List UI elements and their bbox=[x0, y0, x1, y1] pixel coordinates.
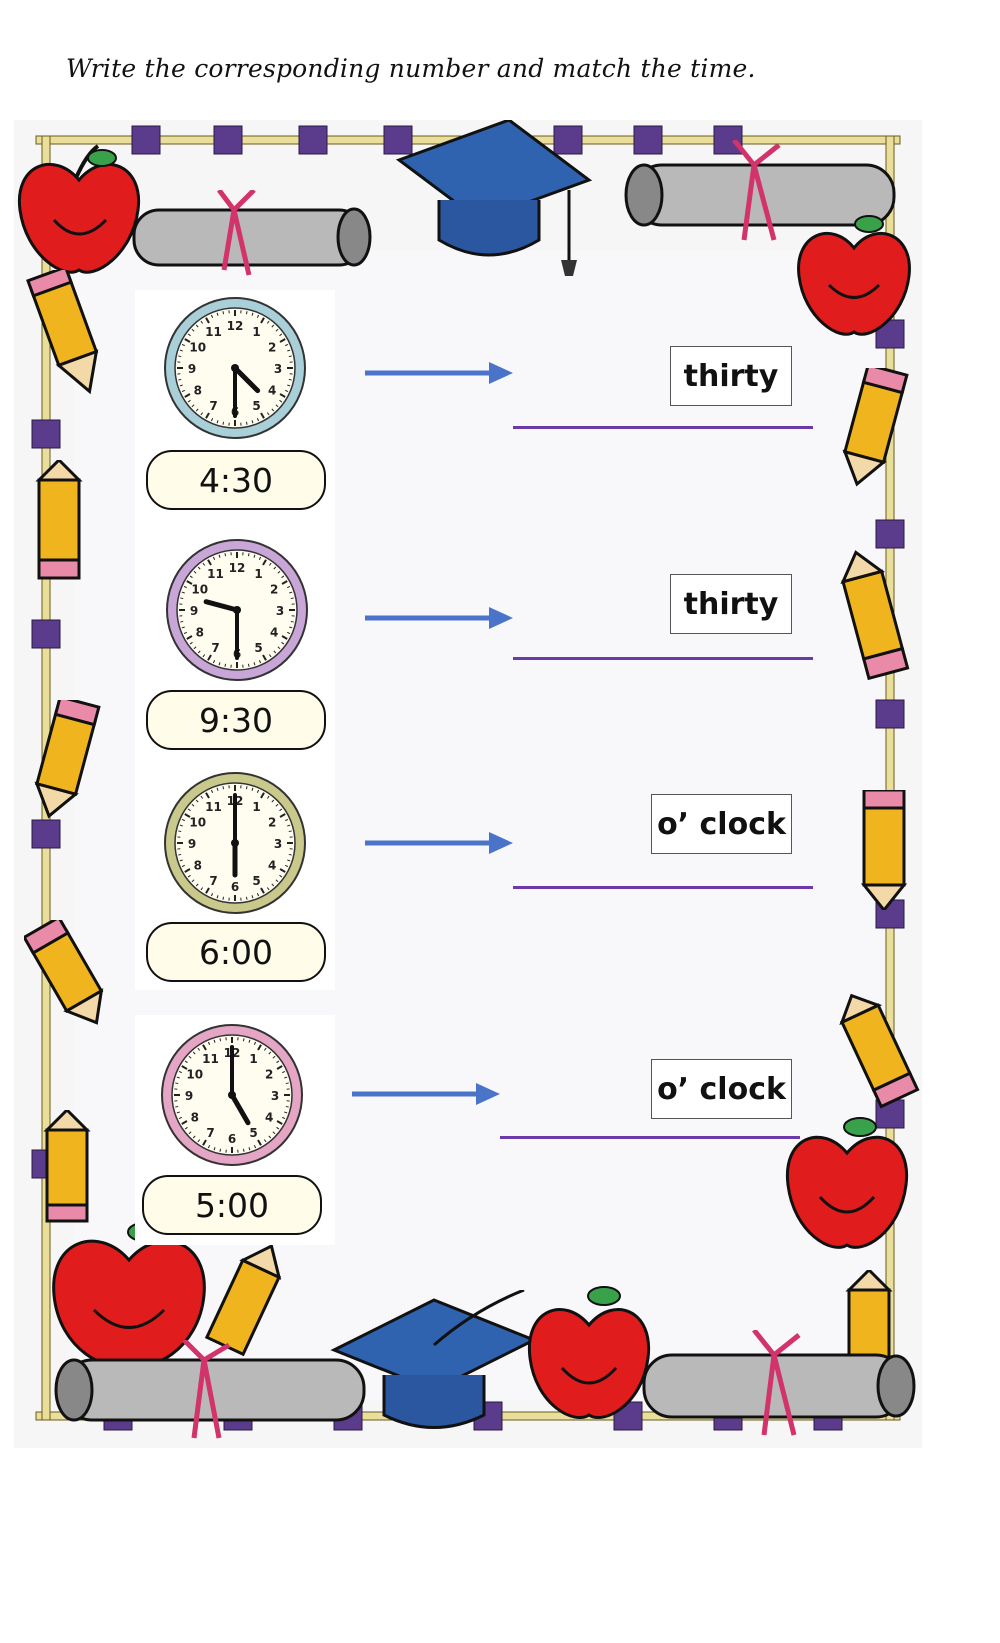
clock-face: 121234567891011 bbox=[161, 1024, 303, 1166]
border-square bbox=[553, 125, 583, 155]
border-square bbox=[713, 125, 743, 155]
clock-number: 7 bbox=[209, 874, 217, 888]
word-card[interactable]: thirty bbox=[670, 346, 792, 406]
diploma-scroll-icon bbox=[642, 1330, 916, 1436]
clock-number: 7 bbox=[211, 641, 219, 655]
graduation-cap-icon bbox=[395, 120, 593, 276]
clock-number: 2 bbox=[265, 1068, 273, 1082]
instruction-text: Write the corresponding number and match… bbox=[66, 54, 756, 83]
clock-number: 5 bbox=[252, 399, 260, 413]
clock-number: 12 bbox=[229, 561, 246, 575]
clock-number: 4 bbox=[265, 1111, 273, 1125]
word-card[interactable]: o’ clock bbox=[651, 1059, 792, 1119]
pencil-icon bbox=[43, 1110, 91, 1223]
answer-line[interactable] bbox=[513, 886, 813, 889]
clock-number: 3 bbox=[276, 604, 284, 618]
clock-number: 9 bbox=[185, 1089, 193, 1103]
clock-number: 7 bbox=[209, 399, 217, 413]
graduation-cap-icon bbox=[330, 1290, 538, 1429]
pencil-icon bbox=[26, 270, 99, 395]
word-card[interactable]: o’ clock bbox=[651, 794, 792, 854]
clock-number: 10 bbox=[189, 341, 206, 355]
clock-number: 8 bbox=[194, 384, 202, 398]
arrow-right-icon bbox=[365, 607, 513, 629]
border-square bbox=[213, 125, 243, 155]
pencil-icon bbox=[24, 920, 104, 1025]
word-card[interactable]: thirty bbox=[670, 574, 792, 634]
clock-number: 2 bbox=[268, 341, 276, 355]
pencil-icon bbox=[860, 790, 908, 910]
border-square bbox=[131, 125, 161, 155]
answer-line[interactable] bbox=[513, 426, 813, 429]
clock-number: 10 bbox=[191, 583, 208, 597]
answer-line[interactable] bbox=[500, 1136, 800, 1139]
clock-number: 8 bbox=[194, 859, 202, 873]
clock-number: 9 bbox=[188, 837, 196, 851]
clock-number: 2 bbox=[270, 583, 278, 597]
clock-number: 3 bbox=[274, 362, 282, 376]
border-square bbox=[633, 125, 663, 155]
clock-face: 121234567891011 bbox=[164, 297, 306, 439]
pencil-icon bbox=[840, 550, 910, 681]
time-label: 5:00 bbox=[142, 1175, 322, 1235]
border-square bbox=[875, 519, 905, 549]
clock-number: 3 bbox=[271, 1089, 279, 1103]
clock-number: 8 bbox=[196, 626, 204, 640]
time-label: 9:30 bbox=[146, 690, 326, 750]
hour-hand bbox=[229, 1092, 251, 1126]
apple-icon bbox=[797, 215, 911, 336]
clock-number: 12 bbox=[227, 319, 244, 333]
clock-number: 1 bbox=[254, 567, 262, 581]
border-square bbox=[875, 699, 905, 729]
pencil-icon bbox=[35, 460, 83, 580]
clock-number: 1 bbox=[249, 1052, 257, 1066]
clock-number: 6 bbox=[231, 880, 239, 894]
clock-number: 11 bbox=[205, 800, 222, 814]
time-label: 6:00 bbox=[146, 922, 326, 982]
clock-number: 7 bbox=[206, 1126, 214, 1140]
apple-icon bbox=[785, 1117, 909, 1249]
border-square bbox=[383, 125, 413, 155]
clock-number: 10 bbox=[186, 1068, 203, 1082]
clock-number: 4 bbox=[268, 859, 276, 873]
clock-face: 121234567891011 bbox=[164, 772, 306, 914]
diploma-scroll-icon bbox=[624, 140, 896, 241]
hour-hand bbox=[232, 365, 261, 394]
diploma-scroll-icon bbox=[132, 190, 372, 276]
answer-line[interactable] bbox=[513, 657, 813, 660]
clock-number: 5 bbox=[249, 1126, 257, 1140]
clock-number: 4 bbox=[270, 626, 278, 640]
clock-number: 4 bbox=[268, 384, 276, 398]
border-square bbox=[298, 125, 328, 155]
clock-number: 3 bbox=[274, 837, 282, 851]
pencil-icon bbox=[34, 700, 101, 819]
clock-number: 5 bbox=[254, 641, 262, 655]
clock-number: 9 bbox=[188, 362, 196, 376]
hour-hand bbox=[203, 599, 240, 613]
border-square bbox=[31, 419, 61, 449]
clock-number: 11 bbox=[202, 1052, 219, 1066]
clock-number: 6 bbox=[228, 1132, 236, 1146]
clock-number: 11 bbox=[207, 567, 224, 581]
clock-number: 1 bbox=[252, 325, 260, 339]
clock-number: 2 bbox=[268, 816, 276, 830]
arrow-right-icon bbox=[365, 362, 513, 384]
border-square bbox=[31, 619, 61, 649]
pencil-icon bbox=[839, 993, 920, 1109]
clock-number: 5 bbox=[252, 874, 260, 888]
clock-number: 1 bbox=[252, 800, 260, 814]
border-square bbox=[31, 819, 61, 849]
diploma-scroll-icon bbox=[54, 1340, 366, 1439]
clock-number: 10 bbox=[189, 816, 206, 830]
clock-number: 9 bbox=[190, 604, 198, 618]
apple-icon bbox=[17, 144, 141, 274]
apple-icon bbox=[527, 1286, 651, 1419]
clock-face: 121234567891011 bbox=[166, 539, 308, 681]
pencil-icon bbox=[842, 368, 909, 487]
clock-number: 8 bbox=[191, 1111, 199, 1125]
arrow-right-icon bbox=[365, 832, 513, 854]
clock-number: 11 bbox=[205, 325, 222, 339]
time-label: 4:30 bbox=[146, 450, 326, 510]
arrow-right-icon bbox=[352, 1083, 500, 1105]
